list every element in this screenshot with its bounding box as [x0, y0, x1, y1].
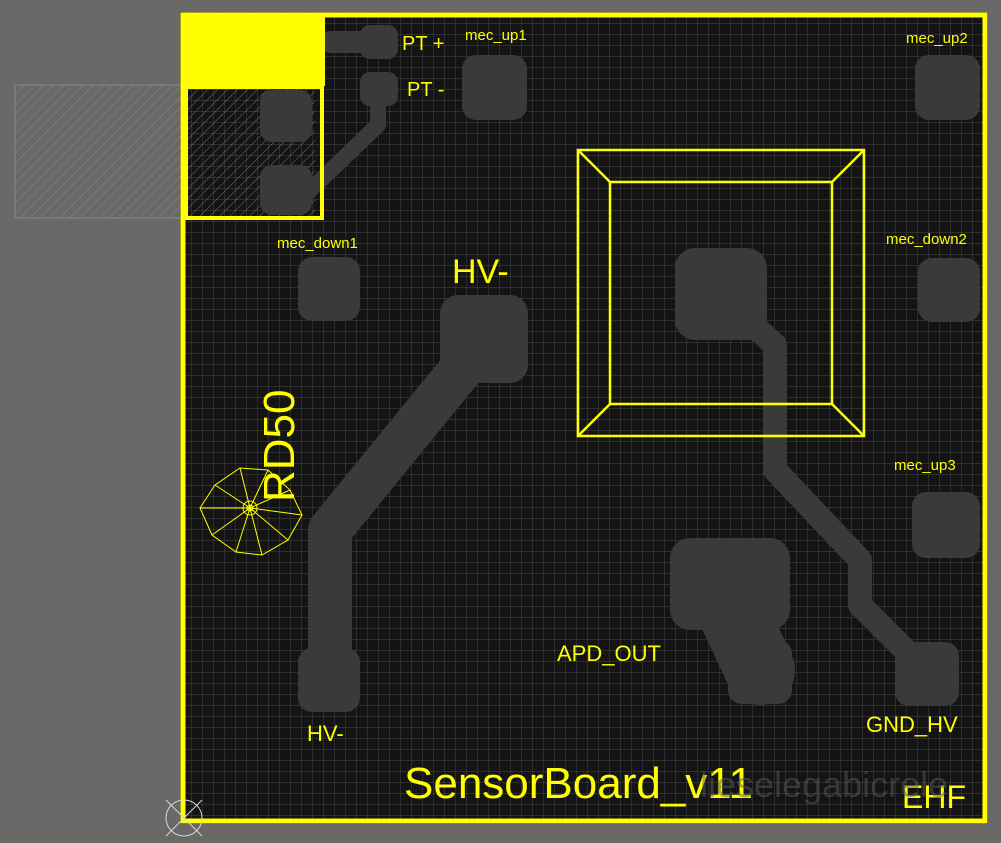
silkscreen-fill [181, 14, 325, 86]
label-ehf: EHF [902, 779, 966, 815]
label-mec-up2: mec_up2 [906, 30, 968, 47]
label-mec-up1: mec_up1 [465, 27, 527, 44]
label-rd50: RD50 [255, 390, 304, 503]
board-outline[interactable] [180, 12, 988, 824]
pad-hv-minus-bottom[interactable] [298, 648, 360, 712]
watermark-text: lieselegabicrele [700, 764, 948, 805]
pad-apd-out-2[interactable] [728, 640, 792, 704]
label-gnd-hv: GND_HV [866, 712, 958, 737]
label-hv-minus-top: HV- [452, 253, 509, 291]
pad-mec-down1[interactable] [298, 257, 360, 321]
component-outer[interactable] [576, 148, 866, 438]
copper-pads[interactable] [260, 25, 980, 712]
pad-mec-up1[interactable] [462, 55, 527, 120]
label-mec-up3: mec_up3 [894, 457, 956, 474]
label-pt-minus: PT - [407, 79, 444, 101]
pad-apd[interactable] [675, 248, 767, 340]
pad-mec-up2[interactable] [915, 55, 980, 120]
pad-apd-out[interactable] [670, 538, 790, 630]
label-apd-out: APD_OUT [557, 641, 661, 666]
origin-marker-icon [165, 799, 203, 837]
label-pt-plus: PT + [402, 33, 444, 55]
component-inner[interactable] [608, 180, 834, 406]
pad-conn-2[interactable] [260, 165, 312, 215]
label-board-name: SensorBoard_v11 [404, 759, 753, 808]
pad-hv-minus-top[interactable] [440, 295, 528, 383]
label-hv-minus-bottom: HV- [307, 721, 344, 746]
label-mec-down1: mec_down1 [277, 235, 358, 252]
pad-pt-minus[interactable] [360, 72, 398, 106]
flower-logo-icon [199, 467, 303, 556]
pad-conn-1[interactable] [260, 90, 312, 142]
label-mec-down2: mec_down2 [886, 231, 967, 248]
pad-mec-up3[interactable] [912, 492, 980, 558]
pad-pt-plus[interactable] [360, 25, 398, 59]
silkscreen [180, 12, 988, 824]
connector-outline[interactable] [184, 85, 324, 220]
pad-mec-down2[interactable] [918, 258, 980, 322]
pad-gnd-hv[interactable] [895, 642, 959, 706]
